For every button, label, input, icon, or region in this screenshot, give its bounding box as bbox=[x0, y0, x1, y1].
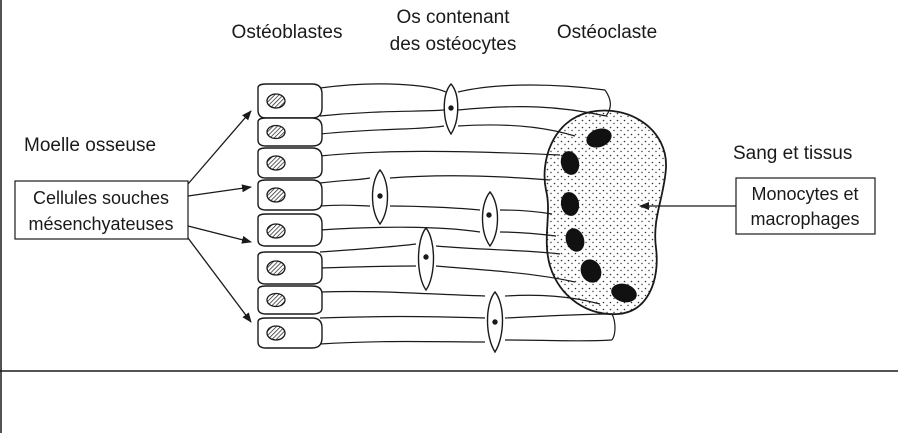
osteoblast-cell bbox=[258, 214, 322, 246]
label-stem-cells-line1: Cellules souches bbox=[33, 188, 169, 208]
osteoblast-cell bbox=[258, 148, 322, 178]
arrow-to-osteoblast-1 bbox=[188, 111, 251, 184]
osteocyte bbox=[483, 192, 498, 246]
arrow-to-osteoblast-8 bbox=[188, 238, 251, 322]
label-monocytes-line2: macrophages bbox=[750, 209, 859, 229]
label-stem-cells-line2: mésenchyateuses bbox=[28, 214, 173, 234]
label-monocytes-line1: Monocytes et bbox=[751, 184, 858, 204]
arrow-to-osteoblast-6 bbox=[188, 226, 251, 242]
label-blood-tissues: Sang et tissus bbox=[733, 143, 852, 164]
arrow-to-osteoblast-4 bbox=[188, 187, 251, 196]
label-osteoblasts: Ostéoblastes bbox=[232, 22, 343, 43]
osteoblast-cell bbox=[258, 180, 322, 210]
osteocyte bbox=[373, 170, 388, 224]
osteoclast-cell bbox=[545, 111, 667, 315]
osteoblast-column bbox=[258, 84, 322, 348]
label-bone-line1: Os contenant bbox=[396, 7, 510, 28]
osteoblast-cell bbox=[258, 318, 322, 348]
osteoblast-cell bbox=[258, 286, 322, 314]
osteocyte bbox=[488, 292, 503, 352]
osteoblast-cell bbox=[258, 84, 322, 118]
label-bone-marrow: Moelle osseuse bbox=[24, 135, 156, 156]
osteocyte bbox=[419, 228, 434, 290]
osteocytes bbox=[373, 84, 503, 352]
osteocyte bbox=[444, 84, 458, 134]
label-bone-line2: des ostéocytes bbox=[390, 34, 517, 55]
label-osteoclast: Ostéoclaste bbox=[557, 22, 657, 43]
osteoblast-cell bbox=[258, 118, 322, 146]
osteoblast-cell bbox=[258, 252, 322, 284]
